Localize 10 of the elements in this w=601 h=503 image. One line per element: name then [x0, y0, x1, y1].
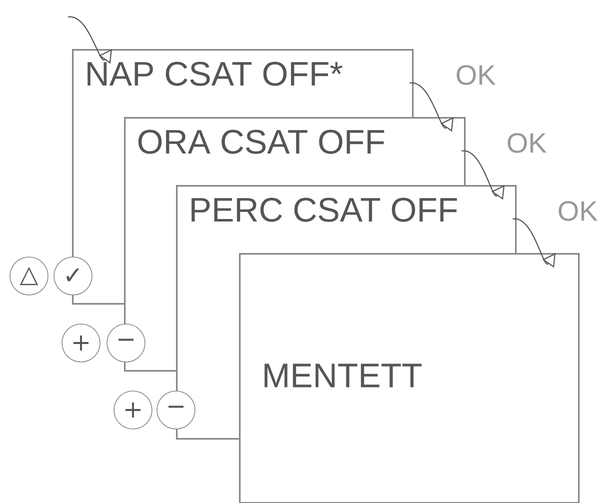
round-button: − [106, 324, 146, 362]
edge-label: OK [454, 64, 497, 86]
round-button: △ [10, 256, 48, 296]
round-button: ✓ [54, 256, 92, 296]
round-button: − [156, 390, 196, 430]
display-screen: MENTETT [239, 253, 580, 503]
edge-label: OK [505, 132, 548, 154]
edge-label: OK [556, 200, 599, 222]
round-button: + [62, 324, 100, 362]
round-button: + [114, 390, 152, 430]
